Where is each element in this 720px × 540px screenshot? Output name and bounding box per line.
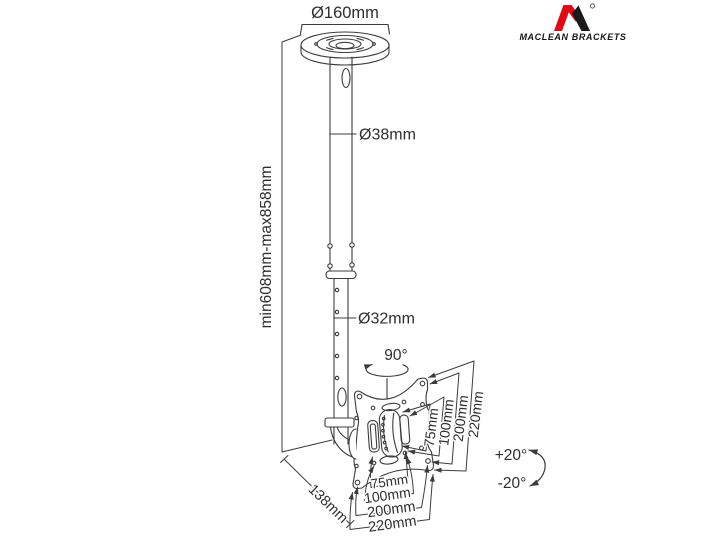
logo-m-right-black — [572, 5, 590, 31]
height-range-label: min608mm-max858mm — [258, 166, 275, 329]
registered-mark-icon — [590, 3, 595, 9]
plate-diameter-dimension — [299, 23, 391, 35]
vesa-horizontal-75-label: 75mm — [370, 472, 409, 492]
depth-label: 138mm — [305, 482, 351, 527]
hinge-knuckle — [348, 428, 357, 460]
lower-tube-label: Ø32mm — [358, 311, 415, 328]
tilt-up-label: +20° — [495, 447, 528, 464]
tilt-down-label: -20° — [498, 475, 527, 492]
maclean-logo: MACLEAN BRACKETS — [519, 3, 626, 42]
vesa-vertical-200-label: 200mm — [450, 394, 472, 442]
logo-brand-text: MACLEAN BRACKETS — [519, 32, 626, 42]
ceiling-plate — [300, 31, 390, 66]
lower-tube — [333, 277, 349, 445]
vesa-vertical-dimensions — [401, 360, 475, 473]
height-range-dimension — [281, 34, 333, 453]
rotation-arrow — [363, 363, 409, 377]
depth-dimension — [280, 455, 355, 528]
plate-diameter-label: Ø160mm — [311, 4, 379, 22]
upper-tube-label: Ø38mm — [359, 127, 416, 144]
vesa-vertical-75-label: 75mm — [421, 407, 442, 448]
logo-m-left-red — [554, 5, 572, 31]
swivel-label: 90° — [384, 347, 407, 364]
clamp-collar — [325, 270, 357, 280]
vesa-horizontal-dimensions — [348, 451, 435, 530]
tilt-arrow — [528, 449, 546, 487]
upper-tube — [325, 56, 357, 280]
